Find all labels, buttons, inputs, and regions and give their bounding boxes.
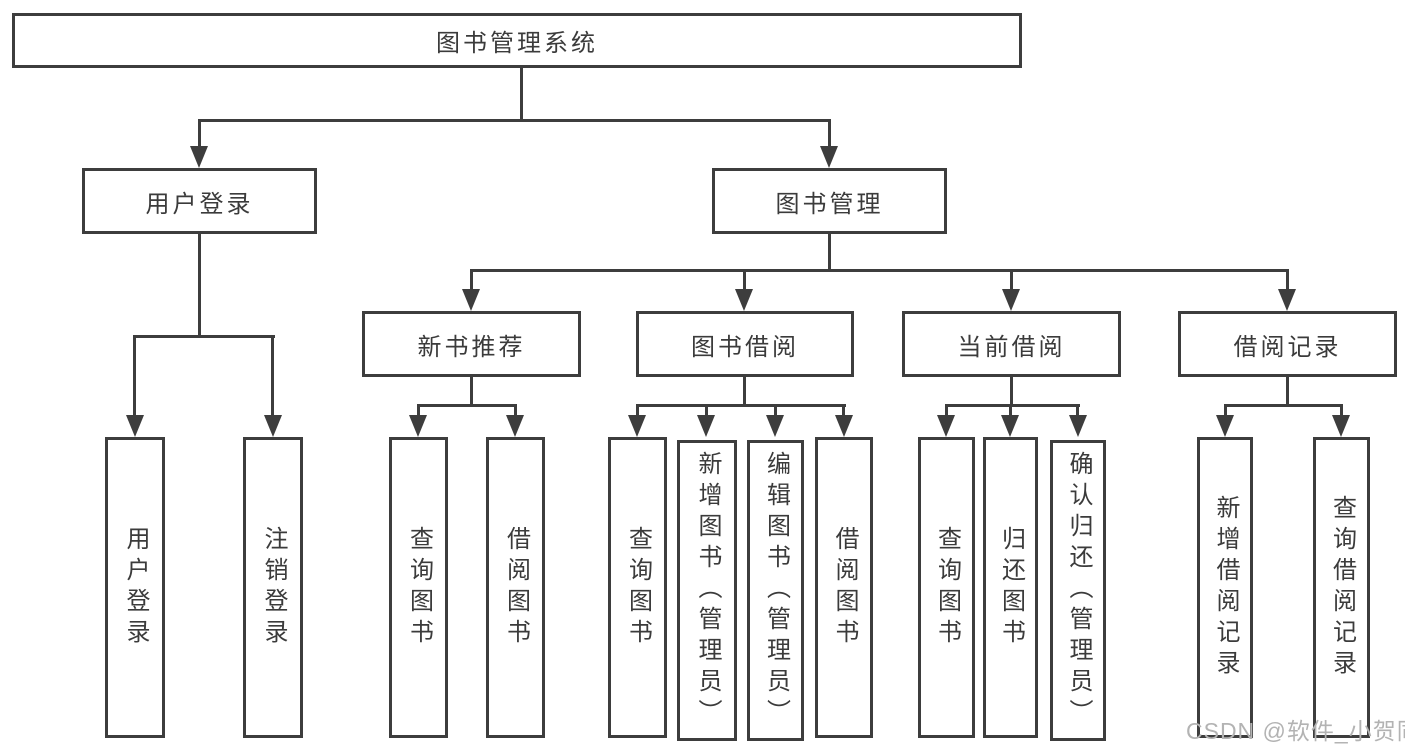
arrow-down-icon: [1216, 415, 1234, 437]
connector-userlogin-horizontal: [133, 335, 275, 338]
connector-horizontal: [636, 404, 846, 407]
connector-stub: [417, 404, 420, 418]
arrow-down-icon: [735, 289, 753, 311]
connector-stub: [774, 404, 777, 418]
arrow-down-icon: [1069, 415, 1087, 437]
connector-vertical: [1286, 377, 1289, 407]
node-add-books-admin: 新增图书（管理员）: [677, 440, 737, 741]
arrow-down-icon: [628, 415, 646, 437]
node-borrow-books: 借阅图书: [815, 437, 873, 738]
connector-stub: [514, 404, 517, 418]
connector-stub: [198, 119, 201, 150]
node-borrow-books: 借阅图书: [486, 437, 545, 738]
arrow-down-icon: [937, 415, 955, 437]
node-add-borrow-record: 新增借阅记录: [1197, 437, 1253, 738]
connector-root-vertical: [520, 66, 523, 122]
arrow-down-icon: [264, 415, 282, 437]
connector-stub: [1340, 404, 1343, 418]
arrow-down-icon: [697, 415, 715, 437]
node-query-books: 查询图书: [389, 437, 448, 738]
connector-stub: [470, 269, 473, 291]
connector-stub: [1076, 404, 1079, 418]
node-borrowing-records: 借阅记录: [1178, 311, 1397, 377]
connector-vertical: [470, 377, 473, 407]
node-user-login: 用户登录: [82, 168, 317, 234]
connector-stub: [271, 335, 274, 417]
connector-stub: [945, 404, 948, 418]
connector-stub: [705, 404, 708, 418]
node-edit-books-admin: 编辑图书（管理员）: [747, 440, 804, 741]
arrow-down-icon: [126, 415, 144, 437]
connector-stub: [828, 119, 831, 150]
arrow-down-icon: [1002, 289, 1020, 311]
arrow-down-icon: [820, 146, 838, 168]
connector-stub: [842, 404, 845, 418]
node-user-login-leaf: 用户登录: [105, 437, 165, 738]
node-book-management: 图书管理: [712, 168, 947, 234]
connector-stub: [1286, 269, 1289, 291]
node-current-borrowing: 当前借阅: [902, 311, 1121, 377]
watermark-text: CSDN @软件_小贺同学: [1186, 718, 1405, 744]
node-logout: 注销登录: [243, 437, 303, 738]
arrow-down-icon: [190, 146, 208, 168]
connector-stub: [1224, 404, 1227, 418]
arrow-down-icon: [506, 415, 524, 437]
node-root-system: 图书管理系统: [12, 13, 1022, 68]
connector-stub: [1009, 404, 1012, 418]
connector-horizontal: [417, 404, 517, 407]
node-query-borrow-record: 查询借阅记录: [1313, 437, 1370, 738]
node-confirm-return-admin: 确认归还（管理员）: [1050, 440, 1106, 741]
connector-root-horizontal: [198, 119, 831, 122]
arrow-down-icon: [835, 415, 853, 437]
arrow-down-icon: [462, 289, 480, 311]
node-new-book-recommendation: 新书推荐: [362, 311, 581, 377]
arrow-down-icon: [1001, 415, 1019, 437]
arrow-down-icon: [1332, 415, 1350, 437]
arrow-down-icon: [1278, 289, 1296, 311]
connector-vertical: [743, 377, 746, 407]
connector-bookmgmt-horizontal: [470, 269, 1289, 272]
connector-userlogin-vertical: [198, 234, 201, 338]
node-return-books: 归还图书: [983, 437, 1038, 738]
connector-horizontal: [945, 404, 1080, 407]
node-query-books: 查询图书: [608, 437, 667, 738]
connector-stub: [1010, 269, 1013, 291]
node-book-borrowing: 图书借阅: [636, 311, 854, 377]
arrow-down-icon: [409, 415, 427, 437]
connector-stub: [636, 404, 639, 418]
arrow-down-icon: [766, 415, 784, 437]
node-query-books: 查询图书: [918, 437, 975, 738]
connector-stub: [133, 335, 136, 417]
connector-vertical: [1010, 377, 1013, 407]
connector-horizontal: [1224, 404, 1343, 407]
connector-bookmgmt-vertical: [828, 234, 831, 272]
connector-stub: [743, 269, 746, 291]
